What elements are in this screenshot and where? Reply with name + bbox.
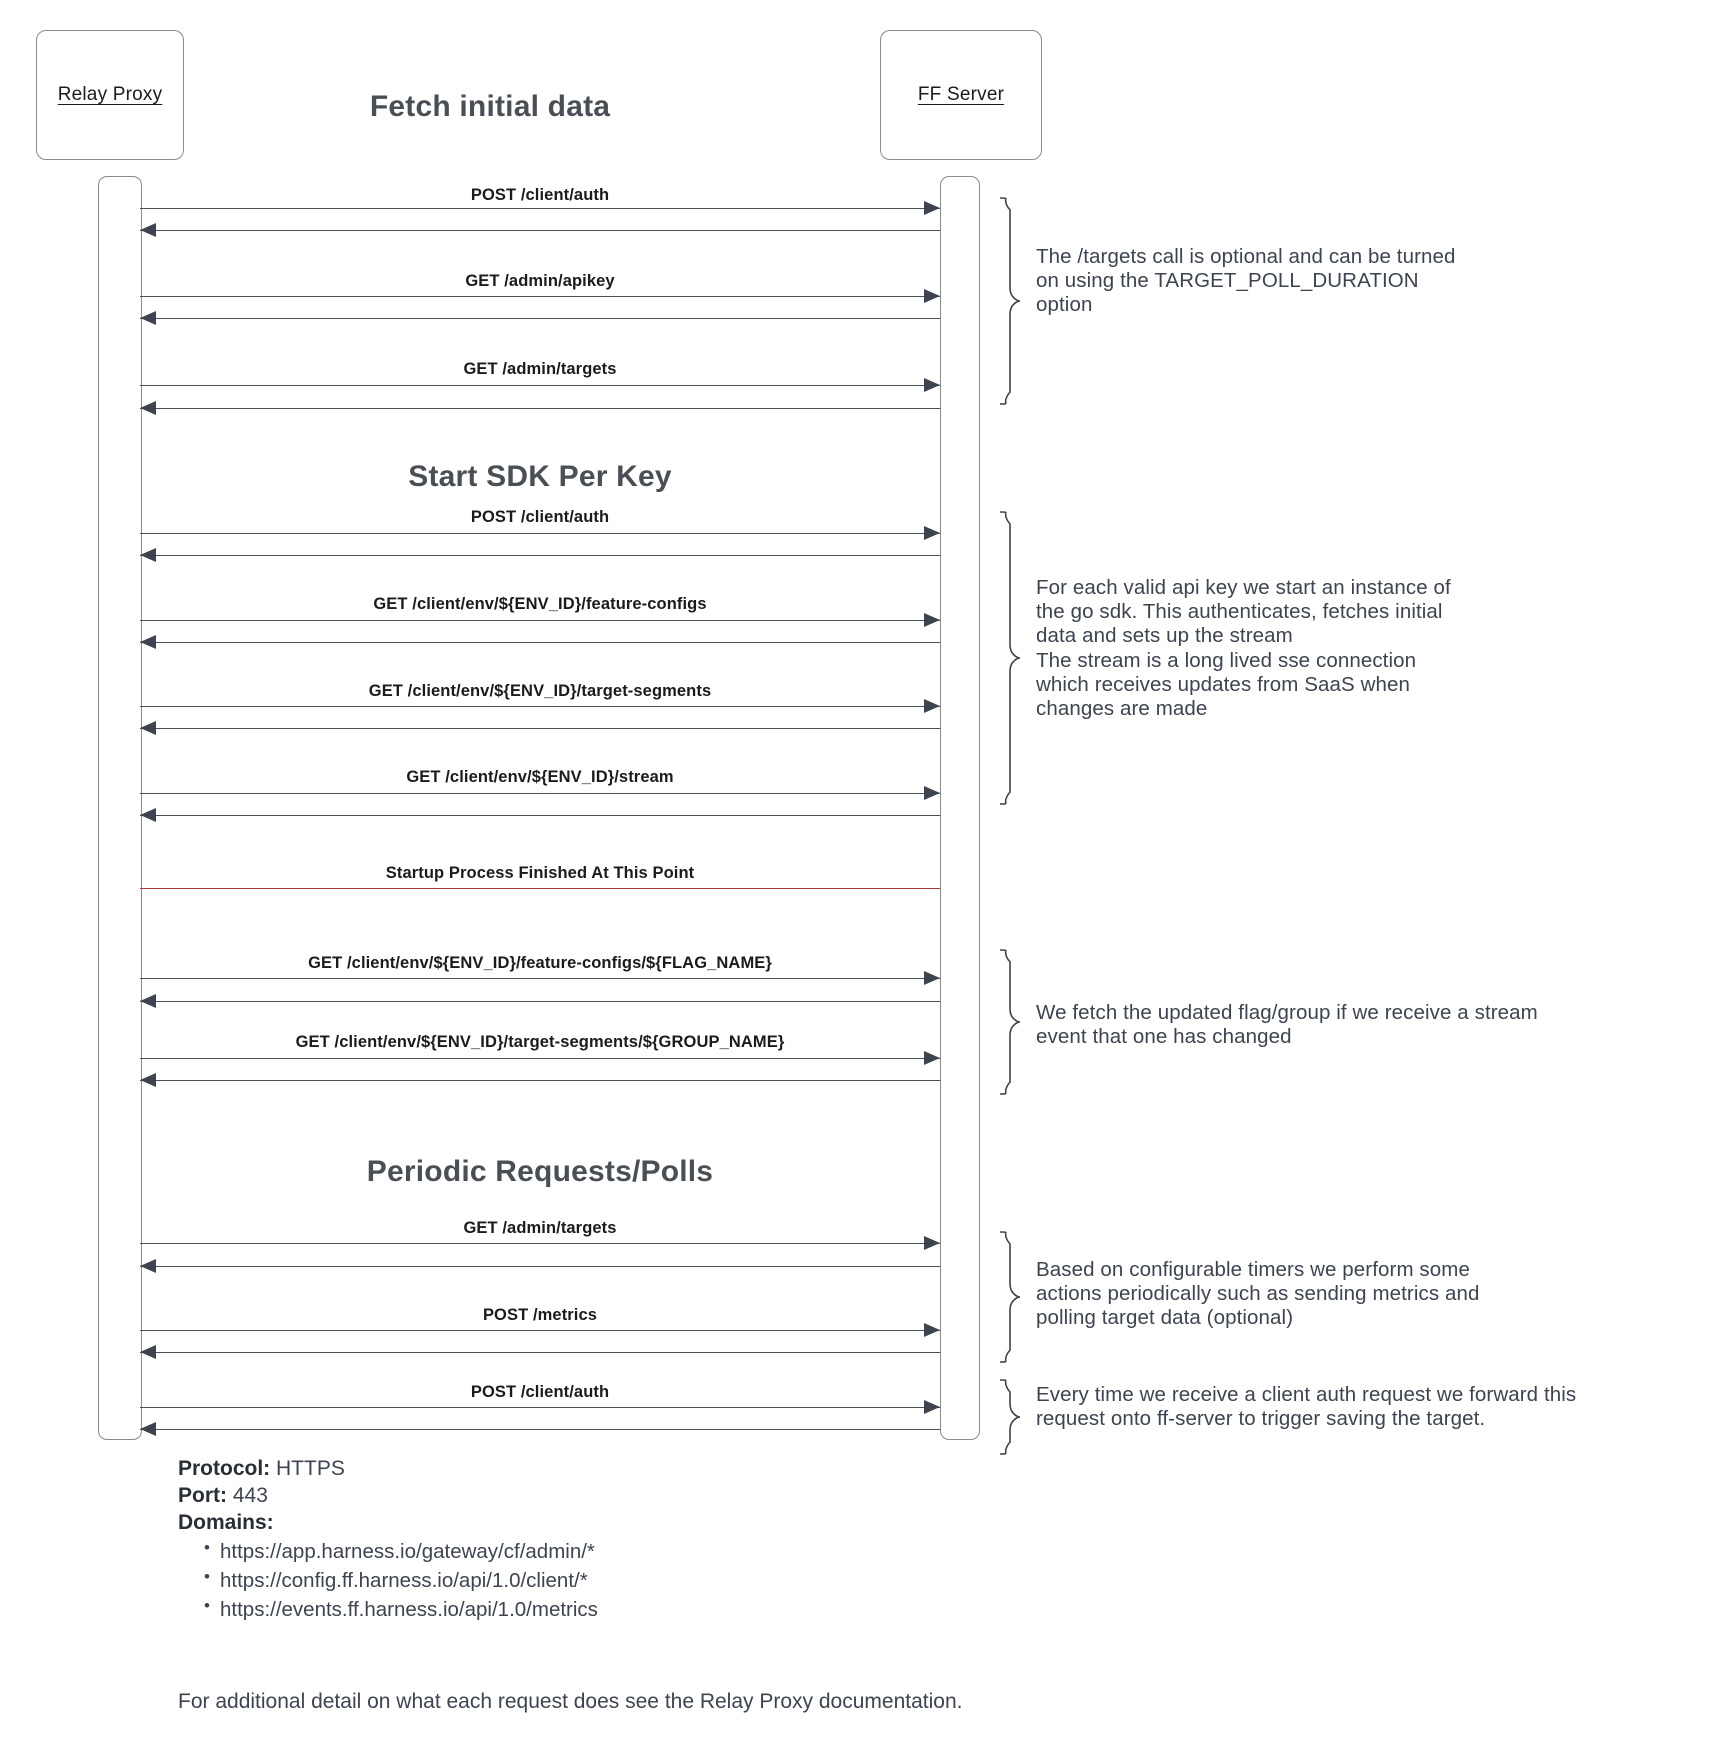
arrowhead-right-icon — [924, 699, 940, 713]
brace-stream-update — [999, 949, 1021, 1095]
arrowhead-left-icon — [140, 401, 156, 415]
domain-item: https://events.ff.harness.io/api/1.0/met… — [204, 1594, 1128, 1624]
message-arrow-response — [140, 1001, 940, 1002]
message-arrow-request — [140, 208, 940, 209]
arrowhead-left-icon — [140, 1259, 156, 1273]
message-arrow-response — [140, 815, 940, 816]
arrowhead-right-icon — [924, 289, 940, 303]
footer-domains-label: Domains: — [178, 1510, 1128, 1537]
message-label: POST /metrics — [482, 1306, 598, 1324]
note-targets-optional: The /targets call is optional and can be… — [1036, 245, 1456, 317]
arrowhead-left-icon — [140, 635, 156, 649]
message-arrow-request — [140, 706, 940, 707]
note-periodic-timers: Based on configurable timers we perform … — [1036, 1258, 1480, 1330]
message-arrow-request — [140, 385, 940, 386]
message-label: GET /client/env/${ENV_ID}/stream — [406, 768, 674, 786]
section-title-fetch-initial-data: Fetch initial data — [369, 90, 611, 123]
message-arrow-request — [140, 533, 940, 534]
arrowhead-right-icon — [924, 201, 940, 215]
message-arrow-request — [140, 1407, 940, 1408]
actor-box-ff-server[interactable]: FF Server — [880, 30, 1042, 160]
arrowhead-left-icon — [140, 1345, 156, 1359]
message-arrow-response — [140, 555, 940, 556]
footer-details: Protocol: HTTPS Port: 443 Domains: https… — [178, 1456, 1128, 1624]
divider-line — [140, 888, 940, 889]
message-arrow-response — [140, 1080, 940, 1081]
footer-port-row: Port: 443 — [178, 1483, 1128, 1510]
brace-targets-optional — [999, 197, 1021, 405]
message-arrow-response — [140, 642, 940, 643]
brace-client-auth-forward — [999, 1379, 1021, 1455]
message-label: POST /client/auth — [470, 1383, 610, 1401]
footer-port-label: Port: — [178, 1483, 227, 1507]
footer-domains-label-text: Domains: — [178, 1510, 274, 1534]
arrowhead-right-icon — [924, 613, 940, 627]
footer-domains-list: https://app.harness.io/gateway/cf/admin/… — [178, 1536, 1128, 1624]
domain-item: https://config.ff.harness.io/api/1.0/cli… — [204, 1565, 1128, 1595]
arrowhead-left-icon — [140, 808, 156, 822]
actor-label-relay-proxy: Relay Proxy — [57, 84, 163, 105]
arrowhead-left-icon — [140, 721, 156, 735]
note-stream-update: We fetch the updated flag/group if we re… — [1036, 1001, 1538, 1049]
message-label: GET /admin/targets — [463, 1219, 617, 1237]
message-label: GET /admin/apikey — [465, 272, 615, 290]
footer-protocol-row: Protocol: HTTPS — [178, 1456, 1128, 1483]
message-label: GET /client/env/${ENV_ID}/target-segment… — [295, 1033, 785, 1051]
message-label: GET /client/env/${ENV_ID}/target-segment… — [368, 682, 712, 700]
domain-item: https://app.harness.io/gateway/cf/admin/… — [204, 1536, 1128, 1566]
lifeline-relay-proxy — [98, 176, 142, 1440]
message-arrow-request — [140, 978, 940, 979]
lifeline-ff-server — [940, 176, 980, 1440]
message-arrow-request — [140, 620, 940, 621]
arrowhead-right-icon — [924, 1236, 940, 1250]
actor-box-relay-proxy[interactable]: Relay Proxy — [36, 30, 184, 160]
message-label: GET /client/env/${ENV_ID}/feature-config… — [373, 595, 707, 613]
message-label: POST /client/auth — [470, 186, 610, 204]
footer-protocol-value: HTTPS — [276, 1457, 345, 1480]
arrowhead-left-icon — [140, 223, 156, 237]
message-arrow-response — [140, 1429, 940, 1430]
arrowhead-left-icon — [140, 548, 156, 562]
divider-label: Startup Process Finished At This Point — [385, 864, 695, 882]
arrowhead-right-icon — [924, 786, 940, 800]
message-arrow-request — [140, 1058, 940, 1059]
section-title-start-sdk-per-key: Start SDK Per Key — [408, 460, 672, 493]
message-label: POST /client/auth — [470, 508, 610, 526]
footer-protocol-label: Protocol: — [178, 1457, 271, 1480]
message-arrow-response — [140, 318, 940, 319]
message-arrow-response — [140, 230, 940, 231]
arrowhead-right-icon — [924, 1323, 940, 1337]
message-arrow-request — [140, 296, 940, 297]
message-arrow-request — [140, 1243, 940, 1244]
arrowhead-left-icon — [140, 311, 156, 325]
footer-documentation-note: For additional detail on what each reque… — [178, 1690, 963, 1713]
message-arrow-response — [140, 1352, 940, 1353]
arrowhead-right-icon — [924, 1400, 940, 1414]
message-arrow-response — [140, 408, 940, 409]
message-arrow-response — [140, 1266, 940, 1267]
brace-go-sdk — [999, 511, 1021, 805]
message-arrow-request — [140, 793, 940, 794]
footer-port-value: 443 — [232, 1483, 268, 1507]
actor-label-ff-server: FF Server — [917, 84, 1005, 105]
arrowhead-right-icon — [924, 1051, 940, 1065]
message-label: GET /admin/targets — [463, 360, 617, 378]
message-label: GET /client/env/${ENV_ID}/feature-config… — [308, 954, 772, 972]
arrowhead-right-icon — [924, 378, 940, 392]
section-title-periodic-requests: Periodic Requests/Polls — [366, 1155, 714, 1188]
message-arrow-request — [140, 1330, 940, 1331]
note-client-auth-forward: Every time we receive a client auth requ… — [1036, 1383, 1577, 1431]
arrowhead-left-icon — [140, 1422, 156, 1436]
arrowhead-left-icon — [140, 994, 156, 1008]
message-arrow-response — [140, 728, 940, 729]
note-go-sdk: For each valid api key we start an insta… — [1036, 576, 1451, 720]
brace-periodic-timers — [999, 1231, 1021, 1363]
arrowhead-right-icon — [924, 526, 940, 540]
arrowhead-right-icon — [924, 971, 940, 985]
arrowhead-left-icon — [140, 1073, 156, 1087]
